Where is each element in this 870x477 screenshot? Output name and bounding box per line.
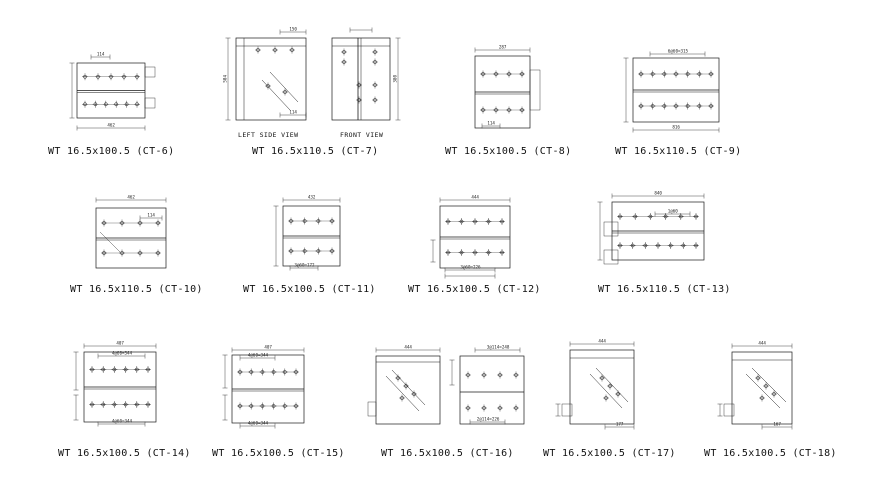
ct10-drawing: 462 114	[95, 195, 167, 269]
dimension-text: 462	[127, 195, 135, 200]
dimension-text: 114	[147, 213, 155, 218]
dimension-text: 444	[598, 339, 606, 344]
dimension-text: 3@60=226	[460, 265, 481, 270]
dimension-text: 444	[758, 341, 766, 346]
dimension-text: 114	[97, 52, 105, 57]
dimension-text: 444	[404, 345, 412, 350]
caption-ct8: WT 16.5x100.5 (CT-8)	[445, 146, 572, 157]
ct13-drawing: 840 1@60	[597, 191, 705, 265]
ct15-drawing: 407 4@60=344 4@60=344	[222, 345, 305, 429]
dimension-text: 432	[308, 195, 316, 200]
ct6-drawing: 462 114	[69, 52, 156, 131]
dimension-text: 4@60=344	[112, 419, 133, 424]
dimension-text: 1@60	[668, 209, 679, 214]
caption-ct7: WT 16.5x110.5 (CT-7)	[252, 146, 379, 157]
dimension-text: 4@60=344	[112, 351, 133, 356]
ct17-drawing: 444 177	[555, 339, 635, 430]
drawings-layer: 462 114 150 504 114 380 287 114 816 6@60=315 462 11…	[69, 27, 793, 430]
caption-ct13: WT 16.5x110.5 (CT-13)	[598, 284, 731, 295]
dimension-text: 407	[264, 345, 272, 350]
dimension-text: 114	[289, 110, 297, 115]
ct9-drawing: 816 6@60=315	[623, 49, 720, 133]
ct14-drawing: 407 4@60=344 4@60=344	[73, 341, 157, 427]
caption-ct17: WT 16.5x100.5 (CT-17)	[543, 448, 676, 459]
dimension-text: 167	[773, 422, 781, 427]
dimension-text: 3@60=172	[294, 263, 315, 268]
dimension-text: 380	[393, 75, 398, 83]
dimension-text: 4@60=344	[248, 353, 269, 358]
dimension-text: 150	[289, 27, 297, 32]
dimension-text: 504	[223, 75, 228, 83]
caption-ct11: WT 16.5x100.5 (CT-11)	[243, 284, 376, 295]
caption-ct15: WT 16.5x100.5 (CT-15)	[212, 448, 345, 459]
dimension-text: 287	[499, 45, 507, 50]
caption-ct18: WT 16.5x100.5 (CT-18)	[704, 448, 837, 459]
ct12-drawing: 444 3@60=226	[430, 195, 511, 279]
ct8-drawing: 287 114	[474, 45, 541, 129]
ct18-drawing: 444 167	[717, 341, 793, 430]
dimension-text: 177	[616, 422, 624, 427]
left-side-view-label: LEFT SIDE VIEW	[238, 131, 299, 139]
dimension-text: 3@114=248	[487, 345, 510, 350]
front-view-label: FRONT VIEW	[340, 131, 384, 139]
ct11-drawing: 432 3@60=172	[273, 195, 341, 271]
caption-ct14: WT 16.5x100.5 (CT-14)	[58, 448, 191, 459]
dimension-text: 462	[107, 123, 115, 128]
caption-ct9: WT 16.5x110.5 (CT-9)	[615, 146, 742, 157]
caption-ct6: WT 16.5x100.5 (CT-6)	[48, 146, 175, 157]
dimension-text: 2@114=226	[477, 417, 500, 422]
caption-ct16: WT 16.5x100.5 (CT-16)	[381, 448, 514, 459]
ct16-drawing: 444 3@114=248 2@114=226	[367, 345, 525, 425]
dimension-text: 816	[672, 125, 680, 130]
dimension-text: 6@60=315	[668, 49, 689, 54]
dimension-text: 114	[487, 121, 495, 126]
dimension-text: 840	[654, 191, 662, 196]
dimension-text: 444	[471, 195, 479, 200]
caption-ct12: WT 16.5x100.5 (CT-12)	[408, 284, 541, 295]
dimension-text: 4@60=344	[248, 421, 269, 426]
ct7-drawing: 150 504 114 380	[223, 27, 401, 121]
dimension-text: 407	[116, 341, 124, 346]
caption-ct10: WT 16.5x110.5 (CT-10)	[70, 284, 203, 295]
